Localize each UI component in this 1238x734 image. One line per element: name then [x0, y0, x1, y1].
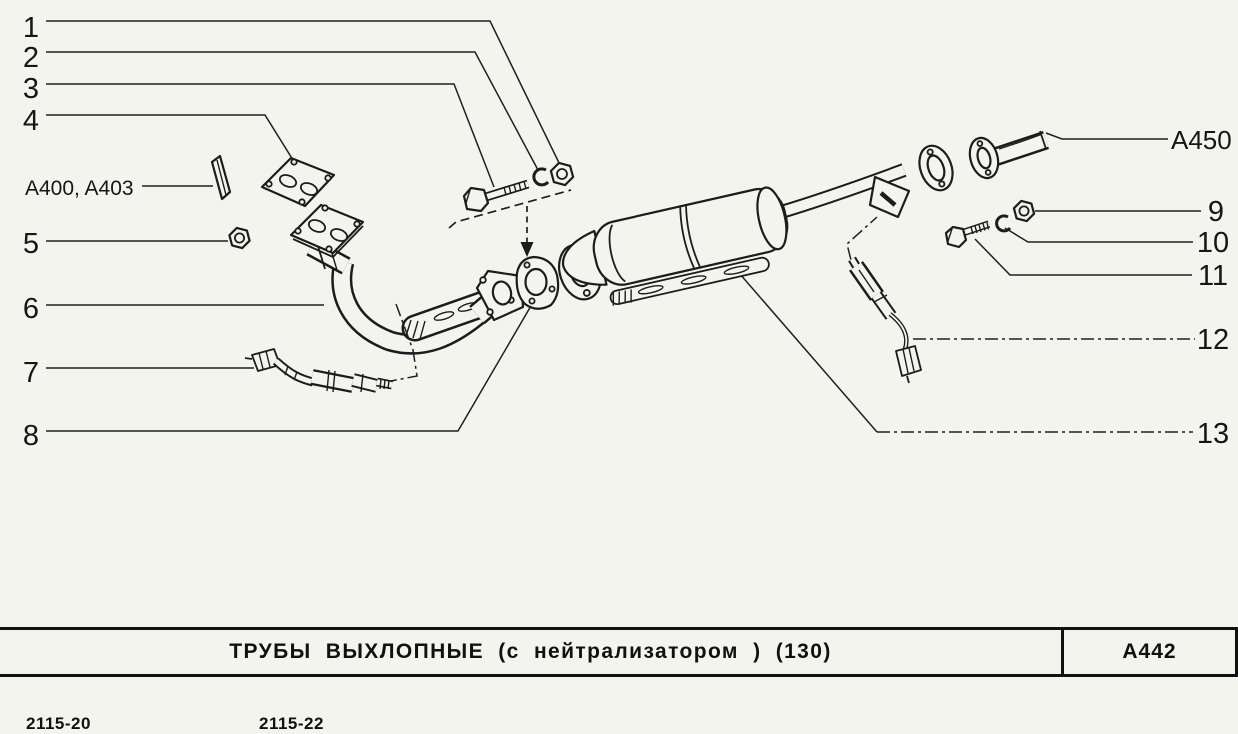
callout-a400-a403: A400, A403 — [25, 177, 134, 200]
callout-6: 6 — [23, 293, 39, 325]
exhaust-stud — [210, 154, 232, 201]
callout-labels: 1 2 3 4 A400, A403 5 6 7 8 A450 9 10 11 … — [23, 12, 1232, 452]
lock-washer-2 — [532, 167, 550, 187]
callout-1: 1 — [23, 12, 39, 44]
page-title: ТРУБЫ ВЫХЛОПНЫЕ (с нейтрализатором ) (13… — [229, 640, 832, 663]
leader-11 — [974, 238, 1192, 276]
callout-12: 12 — [1197, 324, 1229, 356]
pipe-ring-gasket — [515, 255, 560, 310]
flange-bolt-11 — [944, 220, 991, 249]
leader-a450 — [1045, 132, 1168, 140]
leader-4 — [46, 114, 294, 161]
oxygen-sensor-7 — [244, 303, 418, 393]
insert-arrow — [520, 206, 534, 257]
catalytic-converter — [562, 186, 789, 306]
downpipe-outlet-flange — [475, 269, 525, 322]
lock-washer-10 — [995, 214, 1012, 233]
parts — [210, 130, 1050, 393]
callout-13: 13 — [1197, 418, 1229, 450]
callout-2: 2 — [23, 42, 39, 74]
leader-2 — [46, 51, 539, 171]
flange-bolt-3 — [462, 179, 530, 213]
alignment-dashed-line — [448, 189, 572, 229]
callout-7: 7 — [23, 357, 39, 389]
leader-8 — [46, 286, 543, 432]
title-bar: ТРУБЫ ВЫХЛОПНЫЕ (с нейтрализатором ) (13… — [0, 627, 1238, 677]
model-code-1: 2115-20 — [26, 714, 91, 733]
manifold-flange-gasket — [260, 156, 336, 208]
downpipe-inlet-flange — [289, 203, 365, 275]
exploded-diagram: 1 2 3 4 A400, A403 5 6 7 8 A450 9 10 11 … — [23, 12, 1232, 452]
oxygen-sensor-12 — [846, 216, 922, 384]
callout-11: 11 — [1198, 260, 1228, 292]
rear-pipe — [775, 163, 907, 220]
callout-a450: A450 — [1171, 125, 1232, 155]
callout-4: 4 — [23, 105, 39, 137]
hex-nut-1 — [549, 161, 575, 187]
tail-pipe-section-a450 — [968, 130, 1050, 180]
leader-3 — [46, 83, 495, 188]
hex-nut-9 — [1012, 199, 1036, 223]
leader-13-diagonal — [732, 265, 878, 433]
leader-lines — [46, 20, 1201, 433]
hanger-bracket — [868, 175, 911, 219]
hex-nut-5 — [228, 226, 251, 250]
rear-pipe-flange — [918, 144, 954, 192]
callout-8: 8 — [23, 420, 39, 452]
heat-shield — [609, 256, 770, 306]
section-code: А442 — [1061, 630, 1238, 674]
callout-10: 10 — [1197, 227, 1229, 259]
leader-10 — [1004, 227, 1193, 243]
leader-1 — [46, 20, 562, 168]
callout-9: 9 — [1208, 196, 1224, 228]
front-exhaust-downpipe — [331, 259, 506, 355]
callout-3: 3 — [23, 73, 39, 105]
callout-5: 5 — [23, 228, 39, 260]
model-code-2: 2115-22 — [259, 714, 324, 733]
